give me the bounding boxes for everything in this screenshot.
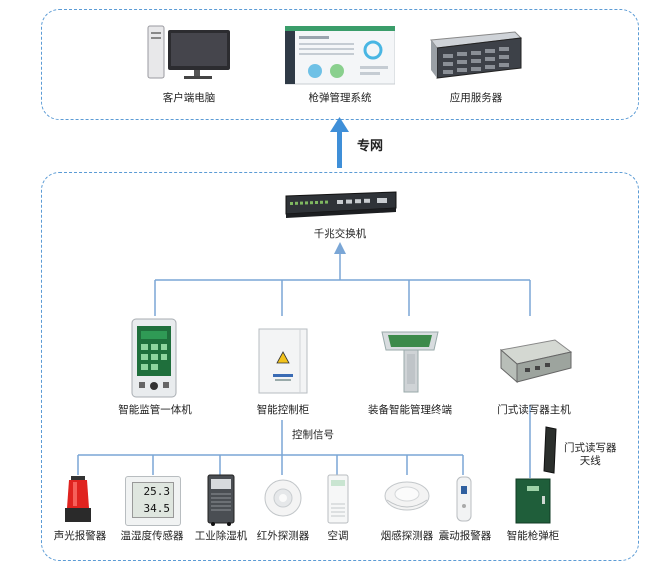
app-server-label: 应用服务器: [449, 92, 503, 104]
infrared-detector-icon: [264, 479, 302, 517]
alarm-light-icon: [65, 476, 91, 522]
infrared-detector-label: 红外探测器: [256, 530, 310, 542]
control-cabinet-label: 智能控制柜: [256, 404, 310, 416]
control-cabinet-icon: [258, 328, 308, 394]
thermo-hygrometer-label: 温湿度传感器: [120, 530, 184, 542]
private-network-arrow: [330, 117, 349, 168]
antenna-label-line1: 门式读写器: [564, 442, 617, 454]
vibration-alarm-icon: [456, 476, 472, 522]
private-network-label: 专网: [357, 139, 384, 154]
rfid-antenna-icon: [543, 426, 557, 474]
vibration-alarm-label: 震动报警器: [438, 530, 492, 542]
alarm-light-label: 声光报警器: [53, 530, 107, 542]
dehumidifier-icon: [207, 474, 235, 526]
network-switch-icon: [285, 191, 397, 218]
antenna-label: 门式读写器 天线: [564, 442, 617, 468]
air-conditioner-icon: [327, 474, 349, 524]
gun-cabinet-icon: [515, 478, 551, 524]
thermo-hygrometer-icon: 25.3 34.5: [125, 476, 181, 526]
smoke-detector-icon: [384, 481, 430, 511]
antenna-label-line2: 天线: [579, 455, 601, 467]
dashboard-screen-icon: [285, 26, 395, 85]
supervision-terminal-label: 智能监管一体机: [118, 404, 192, 416]
humidity-readout: 34.5: [143, 502, 171, 515]
rfid-host-label: 门式读写器主机: [497, 404, 571, 416]
equipment-terminal-label: 装备智能管理终端: [368, 404, 452, 416]
local-network-group-box: [41, 172, 639, 561]
smoke-detector-label: 烟感探测器: [380, 530, 434, 542]
temperature-readout: 25.3: [143, 485, 171, 498]
gun-management-system-label: 枪弹管理系统: [308, 92, 372, 104]
desktop-computer-icon: [147, 25, 230, 79]
monitor-terminal-icon: [131, 318, 177, 398]
air-conditioner-label: 空调: [327, 530, 349, 542]
dehumidifier-label: 工业除湿机: [194, 530, 248, 542]
rack-server-icon: [430, 31, 523, 79]
management-terminal-icon: [381, 331, 439, 393]
control-signal-label: 控制信号: [292, 429, 334, 441]
client-pc-label: 客户端电脑: [162, 92, 216, 104]
gun-cabinet-label: 智能枪弹柜: [506, 530, 560, 542]
gigabit-switch-label: 千兆交换机: [313, 228, 367, 240]
rfid-reader-host-icon: [499, 339, 573, 384]
